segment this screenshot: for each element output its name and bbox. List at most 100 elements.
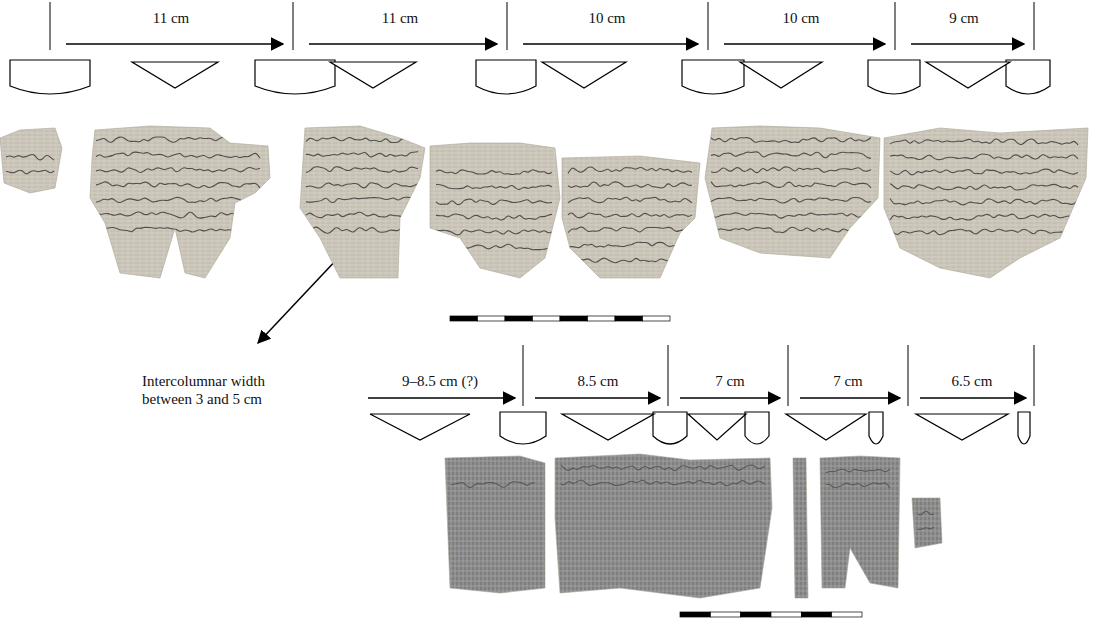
width-arrow	[724, 43, 885, 45]
scale-bar	[710, 612, 740, 617]
width-arrow	[920, 397, 1026, 399]
handwriting	[890, 214, 1078, 220]
column-divider	[293, 2, 294, 50]
column-divider	[908, 345, 909, 406]
handwriting	[436, 230, 552, 235]
scale-bar	[478, 316, 506, 321]
width-arrow	[535, 397, 660, 399]
handwriting	[436, 170, 552, 175]
width-arrow	[523, 43, 698, 45]
roll-shape	[255, 60, 335, 94]
width-arrow	[309, 43, 497, 45]
handwriting	[890, 184, 1078, 190]
dimension-label: 9–8.5 cm (?)	[400, 372, 480, 390]
handwriting	[96, 137, 260, 142]
papyrus-fragment	[0, 128, 62, 193]
column-triangle	[370, 414, 470, 440]
width-arrow	[680, 397, 780, 399]
column-triangle	[688, 414, 746, 440]
column-triangle	[740, 62, 822, 88]
column-divider	[788, 345, 789, 406]
handwriting	[96, 152, 260, 158]
handwriting	[306, 152, 418, 157]
column-divider	[523, 345, 524, 406]
column-triangle	[926, 62, 1010, 88]
scale-bar	[680, 612, 710, 617]
column-divider	[507, 2, 508, 50]
roll-shape	[745, 412, 769, 444]
handwriting	[306, 183, 418, 188]
handwriting	[436, 185, 552, 190]
handwriting	[306, 167, 418, 173]
column-triangle	[542, 62, 626, 88]
roll-shape	[653, 412, 687, 444]
papyrus-fragment	[300, 126, 425, 278]
handwriting	[568, 242, 692, 247]
handwriting	[451, 482, 535, 488]
papyrus-fragment	[445, 456, 545, 593]
roll-shape	[1018, 412, 1030, 444]
width-arrow	[66, 43, 283, 45]
handwriting	[711, 167, 871, 173]
width-arrow	[368, 397, 515, 399]
handwriting	[96, 212, 260, 218]
dimension-label: 7 cm	[831, 372, 865, 390]
scale-bar	[615, 316, 643, 321]
papyrus-fragment	[884, 128, 1088, 278]
scale-bar	[533, 316, 561, 321]
width-arrow	[911, 43, 1024, 45]
handwriting	[918, 527, 934, 529]
column-triangle	[132, 62, 218, 88]
handwriting	[96, 197, 260, 203]
scale-bar	[643, 316, 671, 321]
handwriting	[568, 227, 692, 233]
handwriting	[890, 139, 1078, 145]
handwriting	[436, 199, 552, 205]
handwriting	[711, 137, 871, 142]
handwriting	[826, 469, 890, 472]
handwriting	[711, 182, 871, 188]
column-divider	[1034, 2, 1035, 50]
dimension-label: 10 cm	[780, 9, 821, 27]
scale-bar	[450, 316, 478, 321]
papyrus-fragment	[705, 126, 880, 258]
roll-shape	[868, 60, 920, 94]
dimension-label: 6.5 cm	[950, 372, 995, 390]
handwriting	[890, 229, 1078, 235]
width-arrow	[800, 397, 900, 399]
papyrus-fragment	[912, 498, 942, 548]
handwriting	[561, 480, 765, 486]
handwriting	[890, 154, 1078, 160]
roll-shape	[10, 60, 90, 94]
handwriting	[306, 212, 418, 217]
scale-bar	[588, 316, 616, 321]
column-triangle	[330, 62, 416, 88]
handwriting	[890, 169, 1078, 175]
handwriting	[711, 152, 871, 158]
handwriting	[96, 167, 260, 172]
dimension-label: 9 cm	[947, 9, 981, 27]
dimension-label: 8.5 cm	[576, 372, 621, 390]
dimension-label: 10 cm	[586, 9, 627, 27]
handwriting	[561, 465, 765, 471]
handwriting	[6, 230, 54, 234]
handwriting	[6, 199, 54, 204]
handwriting	[306, 137, 418, 142]
papyrus-fragment	[555, 454, 772, 598]
scale-bar	[505, 316, 533, 321]
handwriting	[96, 182, 260, 188]
papyrus-fragment	[430, 143, 560, 278]
column-triangle	[786, 414, 866, 440]
column-divider	[708, 2, 709, 50]
handwriting	[568, 182, 692, 188]
handwriting	[826, 483, 890, 488]
scale-bar	[771, 612, 801, 617]
roll-shape	[869, 412, 883, 444]
handwriting	[96, 227, 260, 232]
handwriting	[918, 511, 934, 515]
handwriting	[436, 214, 552, 220]
handwriting	[6, 170, 54, 174]
handwriting	[711, 227, 871, 232]
handwriting	[890, 199, 1078, 205]
